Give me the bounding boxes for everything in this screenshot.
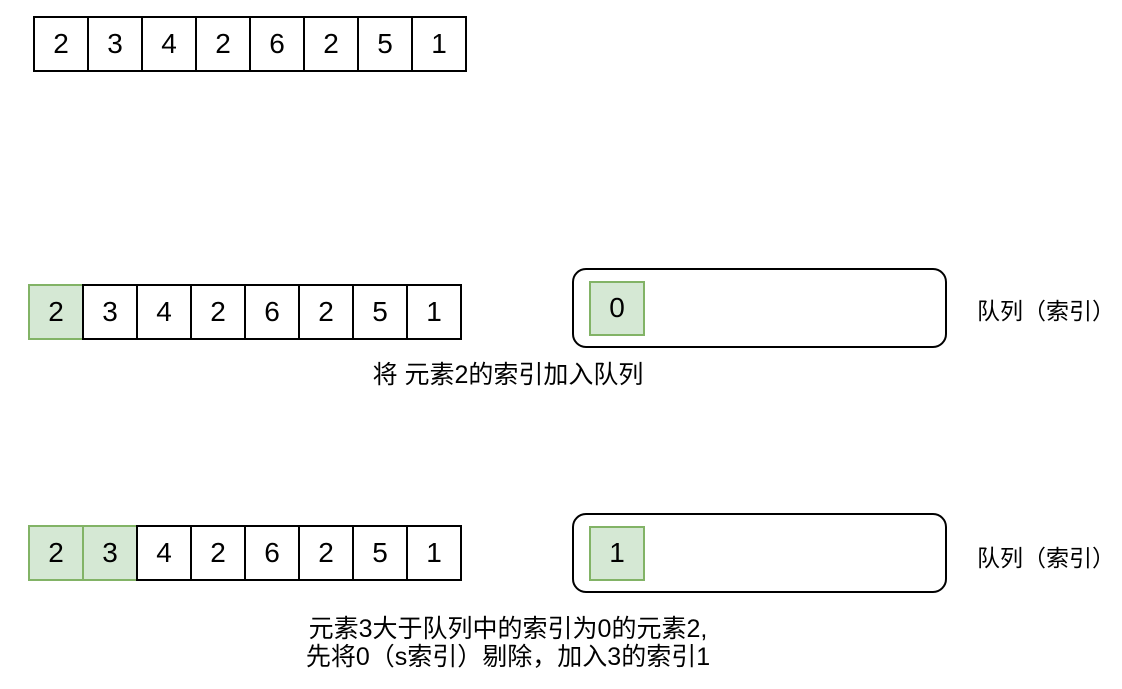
array-cell: 5 [352, 284, 408, 340]
array-cell: 3 [82, 525, 138, 581]
array-cell: 2 [33, 16, 89, 72]
array-cell: 4 [136, 284, 192, 340]
array-cell: 1 [406, 284, 462, 340]
array-cell: 2 [298, 525, 354, 581]
array-cell: 3 [87, 16, 143, 72]
array-cell: 4 [141, 16, 197, 72]
array-cell: 2 [195, 16, 251, 72]
step2-caption-line: 先将0（s索引）剔除，加入3的索引1 [305, 643, 711, 671]
step2-caption: 元素3大于队列中的索引为0的元素2, 先将0（s索引）剔除，加入3的索引1 [208, 615, 808, 671]
array-cell: 6 [249, 16, 305, 72]
array-cell: 1 [411, 16, 467, 72]
queue-item: 1 [589, 525, 645, 581]
array-cell: 6 [244, 284, 300, 340]
step1-queue: 0 [572, 268, 947, 348]
step2-caption-line: 元素3大于队列中的索引为0的元素2, [308, 615, 708, 643]
array-cell: 2 [190, 284, 246, 340]
array-cell: 6 [244, 525, 300, 581]
array-cell: 5 [352, 525, 408, 581]
array-cell: 1 [406, 525, 462, 581]
array-cell: 4 [136, 525, 192, 581]
array-cell: 2 [303, 16, 359, 72]
array-cell: 2 [298, 284, 354, 340]
step1-caption-line: 将 元素2的索引加入队列 [372, 361, 644, 389]
step1-caption: 将 元素2的索引加入队列 [208, 361, 808, 389]
array-cell: 2 [28, 525, 84, 581]
array-cell: 2 [28, 284, 84, 340]
step1-queue-label: 队列（索引） [977, 298, 1115, 324]
array-cell: 2 [190, 525, 246, 581]
step2-queue-label: 队列（索引） [977, 545, 1115, 571]
array-cell: 3 [82, 284, 138, 340]
array-cell: 5 [357, 16, 413, 72]
step2-queue: 1 [572, 513, 947, 593]
queue-item: 0 [589, 280, 645, 336]
